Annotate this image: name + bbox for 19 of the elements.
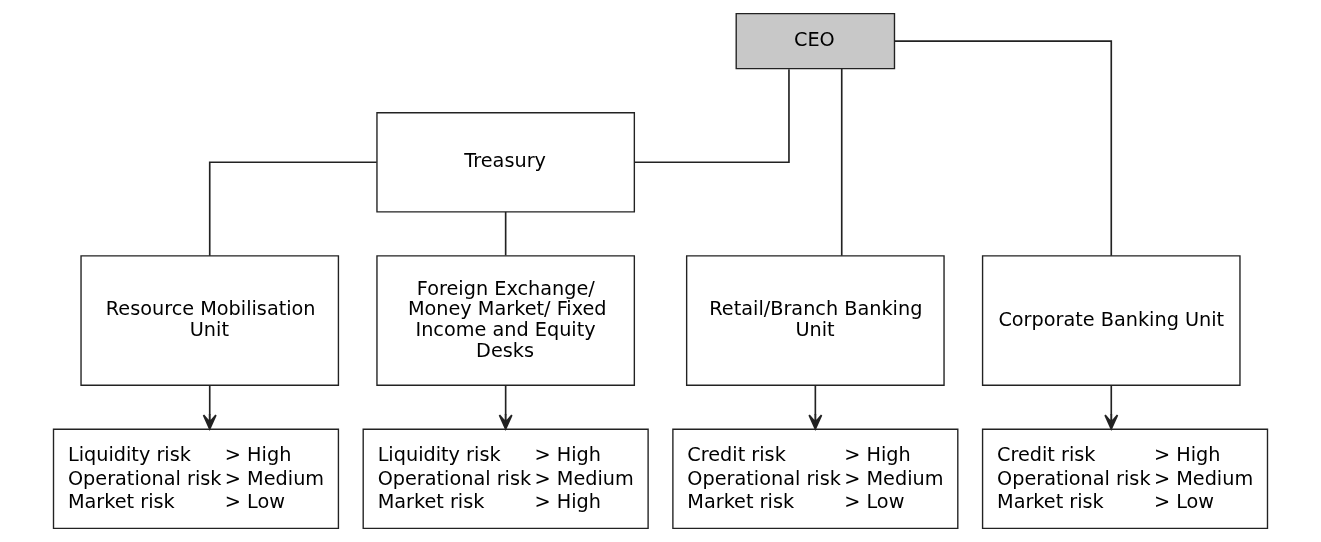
node-box: Treasury	[376, 112, 636, 213]
node-box: Resource Mobilisation Unit	[80, 255, 340, 386]
node-box: Liquidity risk > High Operational risk > Medium Market risk > Low	[52, 428, 340, 530]
node-box: Liquidity risk > High Operational risk > Medium Market risk > High	[362, 428, 649, 530]
connector	[893, 40, 1113, 257]
node-box: Retail/Branch Banking Unit	[685, 255, 945, 386]
node-box: Credit risk > High Operational risk > Medium Market risk > Low	[981, 428, 1269, 530]
node-box: Foreign Exchange/ Money Market/ Fixed Income and Equity Desks	[376, 255, 636, 386]
connector	[633, 68, 790, 164]
connector	[840, 68, 843, 257]
node-box: CEO	[735, 12, 896, 70]
arrow	[1104, 384, 1119, 430]
node-box: Corporate Banking Unit	[981, 255, 1241, 386]
arrow	[808, 384, 823, 430]
connector	[208, 161, 378, 257]
arrow	[202, 384, 217, 430]
node-box: Credit risk > High Operational risk > Medium Market risk > Low	[672, 428, 959, 530]
connector	[504, 211, 507, 257]
arrow	[498, 384, 513, 430]
